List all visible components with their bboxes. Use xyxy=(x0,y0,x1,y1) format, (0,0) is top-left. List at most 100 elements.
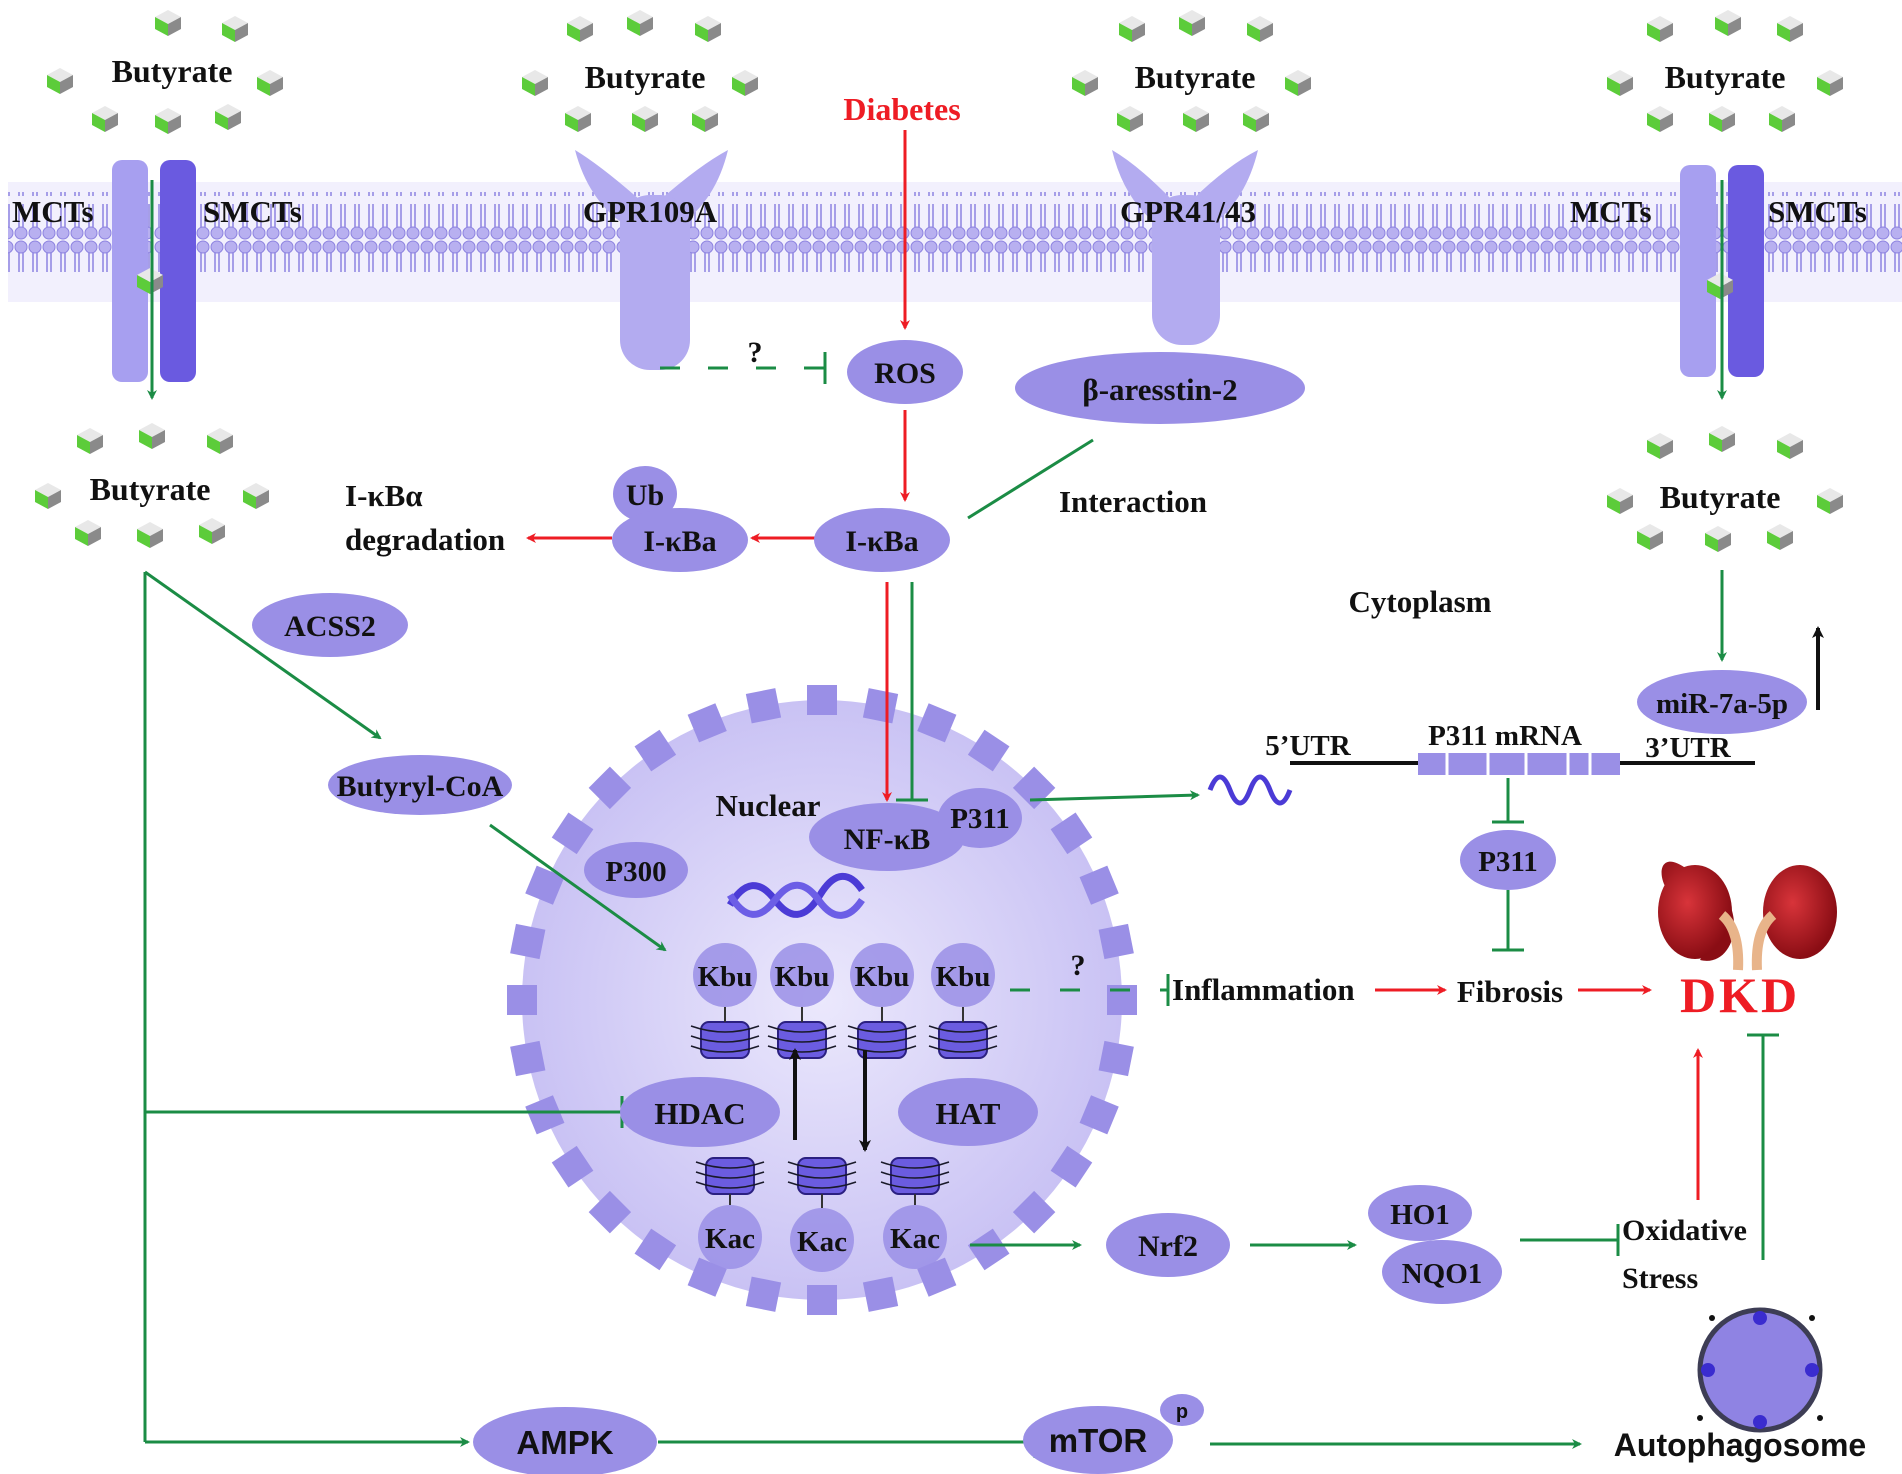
hdac-label: HDAC xyxy=(654,1096,745,1131)
p300-node xyxy=(584,842,688,898)
gpr109a-label: GPR109A xyxy=(583,194,718,229)
nucleosome xyxy=(767,1021,837,1059)
nuclear-pore xyxy=(1098,1040,1134,1077)
activation-arrows xyxy=(526,130,1703,1200)
ikba-label: I-κBa xyxy=(845,525,918,558)
question-mark-2: ? xyxy=(1071,949,1086,982)
labels: Butyrate Butyrate Butyrate Butyrate Buty… xyxy=(12,53,1867,1463)
gpr41-43-label: GPR41/43 xyxy=(1120,194,1256,229)
nuclear-pore xyxy=(1079,1095,1119,1135)
ros-node xyxy=(847,340,963,404)
kbu-label-2: Kbu xyxy=(775,961,830,993)
acss2-node xyxy=(252,593,408,657)
smcts-label-right: SMCTs xyxy=(1768,194,1867,229)
mtor-node xyxy=(1023,1406,1173,1474)
p311-mrna-label: P311 mRNA xyxy=(1428,720,1582,752)
p311-mrna xyxy=(1207,753,1755,806)
ros-label: ROS xyxy=(874,357,936,390)
nqo1-label: NQO1 xyxy=(1402,1258,1483,1290)
nuclear-pore xyxy=(551,812,594,855)
green-arrows xyxy=(143,180,1727,1449)
nuclear-pore xyxy=(588,1190,632,1234)
phospho-label: p xyxy=(1176,1401,1188,1423)
acss2-label: ACSS2 xyxy=(284,610,376,643)
smcts-label-left: SMCTs xyxy=(203,194,302,229)
hat-label: HAT xyxy=(936,1096,1001,1131)
stress-label: Stress xyxy=(1622,1262,1698,1295)
kac-label-2: Kac xyxy=(797,1226,847,1258)
fibrosis-label: Fibrosis xyxy=(1457,974,1563,1009)
nuclear-pore xyxy=(525,1095,565,1135)
p300-label: P300 xyxy=(605,856,666,888)
dna-helix-icon xyxy=(726,872,865,919)
ho1-node xyxy=(1368,1185,1472,1241)
ikba-degradation-label-2: degradation xyxy=(345,522,505,557)
nucleosome xyxy=(690,1021,760,1059)
mct-smct-transporter-left xyxy=(112,160,196,382)
ampk-node xyxy=(473,1407,657,1474)
mcts-label-left: MCTs xyxy=(12,194,94,229)
butyrate-label-6: Butyrate xyxy=(1660,479,1781,515)
ikba-ub-node xyxy=(612,508,748,572)
nfkb-label: NF-κB xyxy=(844,823,931,856)
nuclear-pore xyxy=(510,1040,546,1077)
nucleosome xyxy=(787,1157,857,1195)
ikba-ub-label: I-κBa xyxy=(643,525,716,558)
nuclear-pore xyxy=(1098,923,1134,960)
nuclear-pore xyxy=(967,1228,1010,1271)
nuclear-pore xyxy=(507,985,537,1015)
dkd-label: DKD xyxy=(1680,967,1800,1023)
oxidative-label: Oxidative xyxy=(1622,1214,1747,1247)
nucleosome xyxy=(880,1157,950,1195)
nuclear-pore xyxy=(634,729,677,772)
nuclear-pore xyxy=(917,703,957,743)
kbu-label-1: Kbu xyxy=(698,961,753,993)
butyrate-label-1: Butyrate xyxy=(112,53,233,89)
ampk-label: AMPK xyxy=(516,1424,613,1461)
nuclear-pore xyxy=(807,1285,837,1315)
butyrate-label-5: Butyrate xyxy=(90,471,211,507)
nuclear-label: Nuclear xyxy=(715,788,820,823)
nuclear-pore xyxy=(510,923,546,960)
ikba-degradation-label-1: I-κBα xyxy=(345,478,423,513)
p311-nuclear-label: P311 xyxy=(950,803,1010,835)
ho1-label: HO1 xyxy=(1390,1199,1450,1231)
nuclear-pore xyxy=(807,685,837,715)
kac-label-1: Kac xyxy=(705,1223,755,1255)
nucleosome xyxy=(847,1021,917,1059)
gpr109a-receptor xyxy=(575,150,728,370)
mtor-label: mTOR xyxy=(1049,1422,1148,1459)
nuclear-pore xyxy=(1050,812,1093,855)
utr3-label: 3’UTR xyxy=(1645,732,1731,764)
nuclear-pore xyxy=(525,865,565,905)
nqo1-node xyxy=(1382,1240,1502,1304)
nrf2-label: Nrf2 xyxy=(1138,1230,1198,1263)
nuclear-pore xyxy=(1050,1145,1093,1188)
nuclear-pore xyxy=(862,1276,899,1312)
kac-label-3: Kac xyxy=(890,1223,940,1255)
autophagosome-label: Autophagosome xyxy=(1614,1427,1866,1463)
nrf2-node xyxy=(1106,1213,1230,1277)
nuclear-pore xyxy=(967,729,1010,772)
butyryl-coa-label: Butyryl-CoA xyxy=(337,770,504,803)
ub-node xyxy=(613,466,677,522)
cytoplasm-label: Cytoplasm xyxy=(1349,584,1492,619)
beta-arrestin-label: β-aresstin-2 xyxy=(1082,372,1237,407)
kbu-label-4: Kbu xyxy=(936,961,991,993)
utr5-label: 5’UTR xyxy=(1265,730,1351,762)
nfkb-node xyxy=(809,803,965,871)
nuclear-pore xyxy=(862,688,899,724)
gpr41-43-receptor xyxy=(1112,150,1258,345)
butyrate-label-2: Butyrate xyxy=(585,59,706,95)
nuclear-pore xyxy=(551,1145,594,1188)
mct-smct-transporter-right xyxy=(1680,165,1764,377)
kbu-bubbles xyxy=(693,943,995,1007)
hat-node xyxy=(898,1078,1038,1146)
p311-node xyxy=(1460,830,1556,890)
phospho-node xyxy=(1160,1394,1204,1426)
black-arrows xyxy=(789,626,1824,1152)
p311-nuclear-node xyxy=(938,788,1022,848)
ikba-node xyxy=(814,508,950,572)
kidney-icon xyxy=(1658,861,1837,971)
diabetes-label: Diabetes xyxy=(843,91,960,127)
